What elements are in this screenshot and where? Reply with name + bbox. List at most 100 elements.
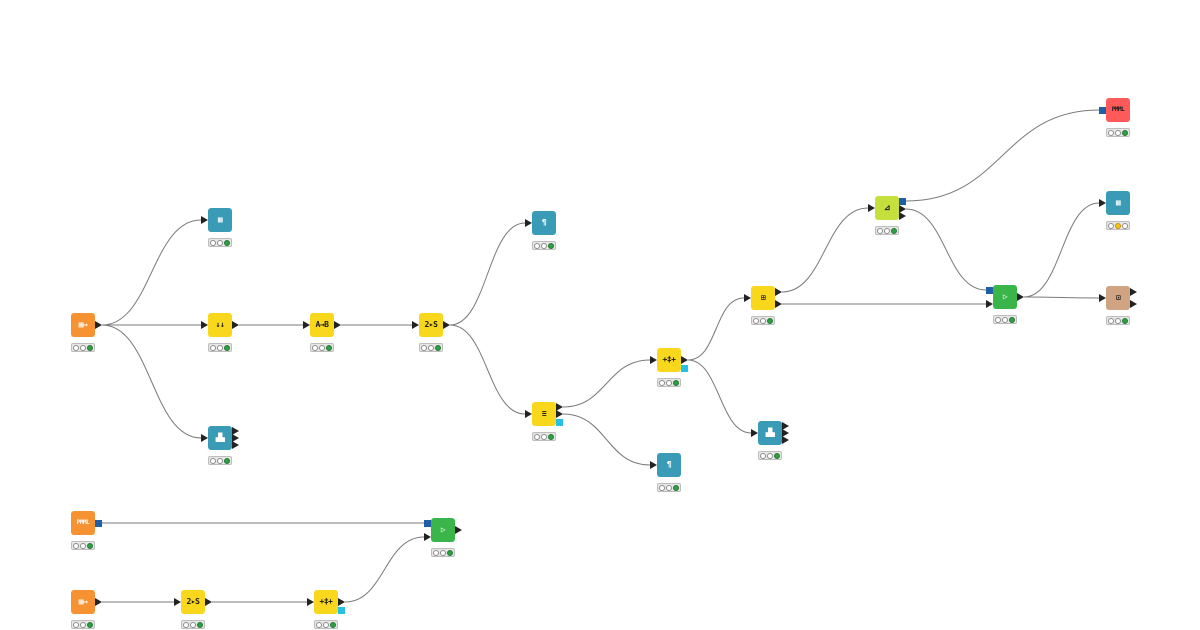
node-n4[interactable]: A→B: [310, 313, 334, 337]
node-n12[interactable]: ⊞: [751, 286, 775, 310]
output-port-n6-2[interactable]: [232, 441, 239, 449]
connection-n1-n2[interactable]: [101, 219, 202, 326]
node-n22[interactable]: +‡+: [314, 590, 338, 614]
status-light: [86, 344, 93, 351]
output-port-n12-1[interactable]: [775, 300, 782, 308]
output-port-n22-1[interactable]: [338, 606, 345, 614]
node-n3[interactable]: ↓↓: [208, 313, 232, 337]
connection-n13-n16[interactable]: [905, 208, 987, 291]
node-n15[interactable]: ▦: [1106, 191, 1130, 215]
node-n9[interactable]: ¶: [657, 453, 681, 477]
status-light: [659, 484, 666, 491]
node-n5[interactable]: 2▸S: [419, 313, 443, 337]
connection-n5-n8[interactable]: [449, 324, 526, 415]
output-port-n5-0[interactable]: [443, 321, 450, 329]
node-n13[interactable]: ⊿: [875, 196, 899, 220]
connection-n5-n7[interactable]: [449, 222, 526, 326]
input-port-n19-1[interactable]: [424, 533, 431, 541]
input-port-n7-0[interactable]: [525, 219, 532, 227]
output-port-n16-0[interactable]: [1017, 293, 1024, 301]
connection-n10-n11[interactable]: [687, 359, 752, 434]
connection-n1-n6[interactable]: [101, 324, 202, 439]
connection-n22-n19[interactable]: [344, 536, 425, 603]
node-n20[interactable]: ▦→: [71, 590, 95, 614]
input-port-n19-0[interactable]: [424, 519, 431, 527]
connection-n16-n17[interactable]: [1023, 296, 1100, 299]
output-port-n6-0[interactable]: [232, 427, 239, 435]
output-port-n10-0[interactable]: [681, 356, 688, 364]
node-n21[interactable]: 2▸S: [181, 590, 205, 614]
output-port-n11-2[interactable]: [782, 436, 789, 444]
input-port-n6-0[interactable]: [201, 434, 208, 442]
input-port-n5-0[interactable]: [412, 321, 419, 329]
node-status-n10: [657, 378, 681, 387]
output-port-n19-0[interactable]: [455, 526, 462, 534]
connection-n8-n9[interactable]: [562, 413, 651, 466]
status-light: [1001, 316, 1008, 323]
node-n11[interactable]: ▟▙: [758, 421, 782, 445]
output-port-n12-0[interactable]: [775, 288, 782, 296]
node-n7[interactable]: ¶: [532, 211, 556, 235]
input-port-n8-0[interactable]: [525, 410, 532, 418]
output-port-n13-0[interactable]: [899, 197, 906, 205]
input-port-n15-0[interactable]: [1099, 199, 1106, 207]
output-port-n13-2[interactable]: [899, 212, 906, 220]
input-port-n16-0[interactable]: [986, 286, 993, 294]
node-n1[interactable]: ▦→: [71, 313, 95, 337]
output-port-n17-0[interactable]: [1130, 288, 1137, 296]
node-n6[interactable]: ▟▙: [208, 426, 232, 450]
input-port-n21-0[interactable]: [174, 598, 181, 606]
input-port-n11-0[interactable]: [751, 429, 758, 437]
node-n8[interactable]: ≡: [532, 402, 556, 426]
node-n19[interactable]: ▷: [431, 518, 455, 542]
connection-n10-n12[interactable]: [687, 297, 745, 361]
input-port-n22-0[interactable]: [307, 598, 314, 606]
node-n16[interactable]: ▷: [993, 285, 1017, 309]
statistics-icon: ▟▙: [765, 428, 775, 437]
output-port-n4-0[interactable]: [334, 321, 341, 329]
output-port-n11-0[interactable]: [782, 422, 789, 430]
input-port-n12-0[interactable]: [744, 294, 751, 302]
output-port-n6-1[interactable]: [232, 434, 239, 442]
input-port-n9-0[interactable]: [650, 461, 657, 469]
column-filter-icon: ↓↓: [215, 320, 225, 329]
output-port-n8-0[interactable]: [556, 403, 563, 411]
node-n14[interactable]: PMML: [1106, 98, 1130, 122]
output-port-n8-2[interactable]: [556, 418, 563, 426]
output-port-n11-1[interactable]: [782, 429, 789, 437]
output-port-n18-0[interactable]: [95, 519, 102, 527]
node-status-n12: [751, 316, 775, 325]
predictor-icon: ▷: [1002, 292, 1008, 301]
input-port-n3-0[interactable]: [201, 321, 208, 329]
output-port-n1-0[interactable]: [95, 321, 102, 329]
node-n18[interactable]: PMML: [71, 511, 95, 535]
data-explorer-icon: ¶: [541, 218, 547, 227]
connection-n13-n14[interactable]: [905, 109, 1100, 202]
output-port-n8-1[interactable]: [556, 410, 563, 418]
output-port-n21-0[interactable]: [205, 598, 212, 606]
output-port-n17-1[interactable]: [1130, 300, 1137, 308]
connection-n8-n10[interactable]: [562, 359, 651, 408]
input-port-n16-1[interactable]: [986, 300, 993, 308]
output-port-n22-0[interactable]: [338, 598, 345, 606]
input-port-n4-0[interactable]: [303, 321, 310, 329]
input-port-n14-0[interactable]: [1099, 106, 1106, 114]
node-n17[interactable]: ⊡: [1106, 286, 1130, 310]
connection-n12-n13[interactable]: [781, 207, 869, 293]
predictor-icon: ▷: [440, 525, 446, 534]
connection-n16-n15[interactable]: [1023, 202, 1100, 298]
node-status-n2: [208, 238, 232, 247]
status-light: [439, 549, 446, 556]
output-port-n3-0[interactable]: [232, 321, 239, 329]
node-n10[interactable]: +‡+: [657, 348, 681, 372]
output-port-n20-0[interactable]: [95, 598, 102, 606]
output-port-n10-1[interactable]: [681, 364, 688, 372]
input-port-n2-0[interactable]: [201, 216, 208, 224]
input-port-n17-0[interactable]: [1099, 294, 1106, 302]
input-port-n10-0[interactable]: [650, 356, 657, 364]
node-status-n16: [993, 315, 1017, 324]
input-port-n13-0[interactable]: [868, 204, 875, 212]
output-port-n13-1[interactable]: [899, 205, 906, 213]
node-n2[interactable]: ▦: [208, 208, 232, 232]
